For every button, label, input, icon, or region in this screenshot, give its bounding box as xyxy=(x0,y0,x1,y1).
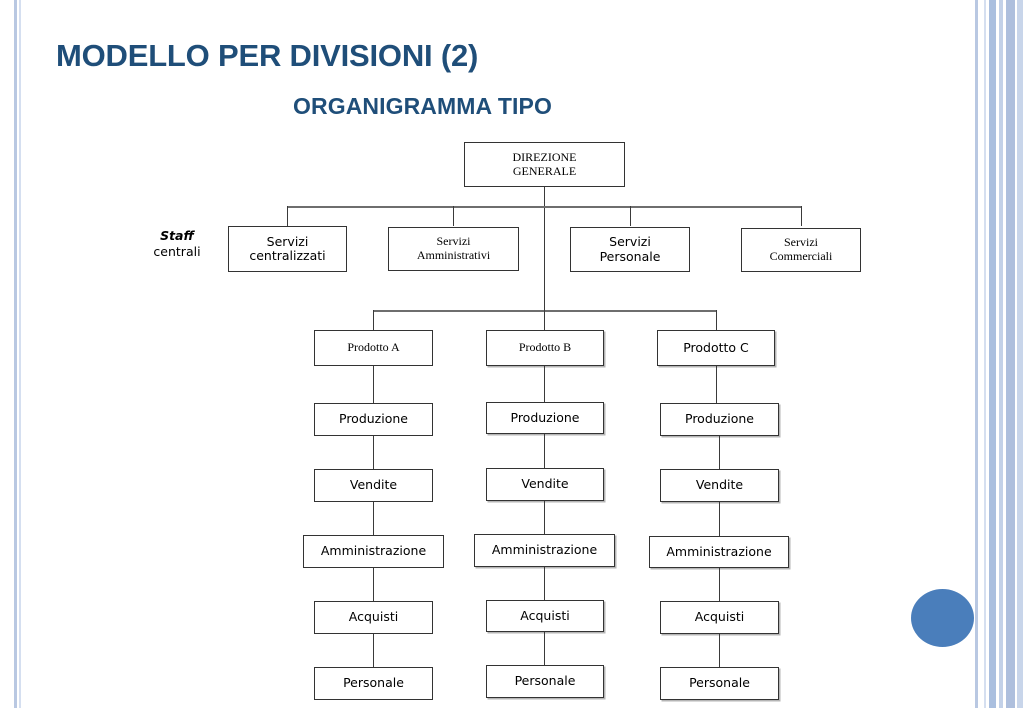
connector-c-2 xyxy=(719,436,720,469)
org-node-line2: Personale xyxy=(599,248,661,264)
connector-b-5 xyxy=(544,632,545,665)
org-node-prodotto-b: Prodotto B xyxy=(486,330,604,366)
org-node-label: Acquisti xyxy=(348,609,399,625)
org-node-b-acquisti: Acquisti xyxy=(486,600,604,632)
org-node-direzione-generale: DIREZIONE GENERALE xyxy=(464,142,625,187)
connector-staff-drop-2 xyxy=(453,206,454,226)
org-node-servizi-personale: Servizi Personale xyxy=(570,227,690,272)
connector-a-3 xyxy=(373,502,374,535)
org-node-b-amministrazione: Amministrazione xyxy=(474,534,615,567)
org-node-line1: DIREZIONE xyxy=(512,149,577,164)
org-node-label: Prodotto C xyxy=(683,339,749,355)
org-node-label: Vendite xyxy=(349,477,398,493)
org-node-label: Prodotto B xyxy=(518,340,572,355)
org-node-servizi-commerciali: Servizi Commerciali xyxy=(741,228,861,272)
left-edge-rule-inner xyxy=(19,0,21,708)
org-node-line1: Servizi xyxy=(609,234,651,250)
org-node-label: Personale xyxy=(689,675,750,691)
org-node-label: Personale xyxy=(514,673,576,689)
staff-label-line2: centrali xyxy=(153,243,201,259)
org-node-c-acquisti: Acquisti xyxy=(660,601,779,634)
org-node-line2: GENERALE xyxy=(512,163,577,178)
connector-b-3 xyxy=(544,501,545,534)
org-node-label: Amministrazione xyxy=(666,543,772,559)
org-node-label: Acquisti xyxy=(694,609,745,625)
connector-a-4 xyxy=(373,568,374,601)
right-edge-rule-3 xyxy=(989,0,996,708)
connector-a-5 xyxy=(373,634,374,667)
connector-staff-bus xyxy=(287,206,802,208)
org-node-label: Amministrazione xyxy=(491,542,598,558)
org-node-c-vendite: Vendite xyxy=(660,469,779,502)
org-node-b-produzione: Produzione xyxy=(486,402,604,434)
org-node-a-personale: Personale xyxy=(314,667,433,700)
right-edge-rule-1 xyxy=(975,0,978,708)
connector-c-4 xyxy=(719,568,720,601)
org-node-c-amministrazione: Amministrazione xyxy=(649,536,789,568)
org-node-a-produzione: Produzione xyxy=(314,403,433,436)
org-node-prodotto-a: Prodotto A xyxy=(314,330,433,366)
org-node-servizi-amministrativi: Servizi Amministrativi xyxy=(388,227,519,271)
connector-b-1 xyxy=(544,366,545,402)
connector-a-2 xyxy=(373,436,374,469)
org-node-label: Prodotto A xyxy=(347,340,400,355)
connector-staff-drop-4 xyxy=(801,206,802,226)
org-node-c-personale: Personale xyxy=(660,667,779,700)
org-node-b-personale: Personale xyxy=(486,665,604,698)
org-node-label: Acquisti xyxy=(520,607,570,623)
right-edge-rule-6 xyxy=(1017,0,1023,708)
connector-b-4 xyxy=(544,567,545,600)
blue-circle-decoration xyxy=(911,589,974,647)
connector-division-drop-b xyxy=(544,310,545,330)
connector-division-bus xyxy=(373,310,717,312)
org-node-a-vendite: Vendite xyxy=(314,469,433,502)
org-node-servizi-centralizzati: Servizi centralizzati xyxy=(228,226,347,272)
page-title: MODELLO PER DIVISIONI (2) xyxy=(56,38,479,73)
connector-staff-drop-1 xyxy=(287,206,288,226)
connector-root-spine xyxy=(544,187,545,311)
right-edge-rule-4 xyxy=(999,0,1003,708)
org-node-label: Vendite xyxy=(695,477,744,493)
connector-c-5 xyxy=(719,634,720,667)
org-node-a-amministrazione: Amministrazione xyxy=(303,535,444,568)
connector-b-2 xyxy=(544,434,545,468)
connector-division-drop-a xyxy=(373,310,374,330)
connector-division-drop-c xyxy=(716,310,717,330)
org-node-line1: Servizi xyxy=(784,235,818,250)
staff-centrali-label: Staff centrali xyxy=(142,228,212,259)
connector-c-3 xyxy=(719,502,720,536)
org-node-c-produzione: Produzione xyxy=(660,403,779,436)
org-node-line2: Amministrativi xyxy=(416,248,491,262)
org-node-line2: Commerciali xyxy=(769,249,833,263)
staff-label-line1: Staff xyxy=(160,228,194,243)
right-edge-rule-2 xyxy=(984,0,986,708)
org-node-label: Vendite xyxy=(521,476,569,492)
right-edge-rule-5 xyxy=(1006,0,1015,708)
org-node-prodotto-c: Prodotto C xyxy=(657,330,775,366)
org-node-label: Produzione xyxy=(510,409,580,425)
org-node-a-acquisti: Acquisti xyxy=(314,601,433,634)
connector-a-1 xyxy=(373,366,374,403)
org-node-line1: Servizi xyxy=(436,234,471,249)
connector-staff-drop-3 xyxy=(630,206,631,226)
org-node-line1: Servizi xyxy=(266,233,309,249)
org-node-b-vendite: Vendite xyxy=(486,468,604,501)
org-node-label: Produzione xyxy=(339,411,408,427)
org-node-label: Personale xyxy=(343,675,404,691)
left-edge-rule-outer xyxy=(14,0,17,708)
org-node-label: Amministrazione xyxy=(320,543,427,559)
connector-c-1 xyxy=(716,366,717,403)
org-node-line2: centralizzati xyxy=(249,248,326,263)
org-node-label: Produzione xyxy=(685,411,754,427)
page-subtitle: ORGANIGRAMMA TIPO xyxy=(293,93,552,119)
